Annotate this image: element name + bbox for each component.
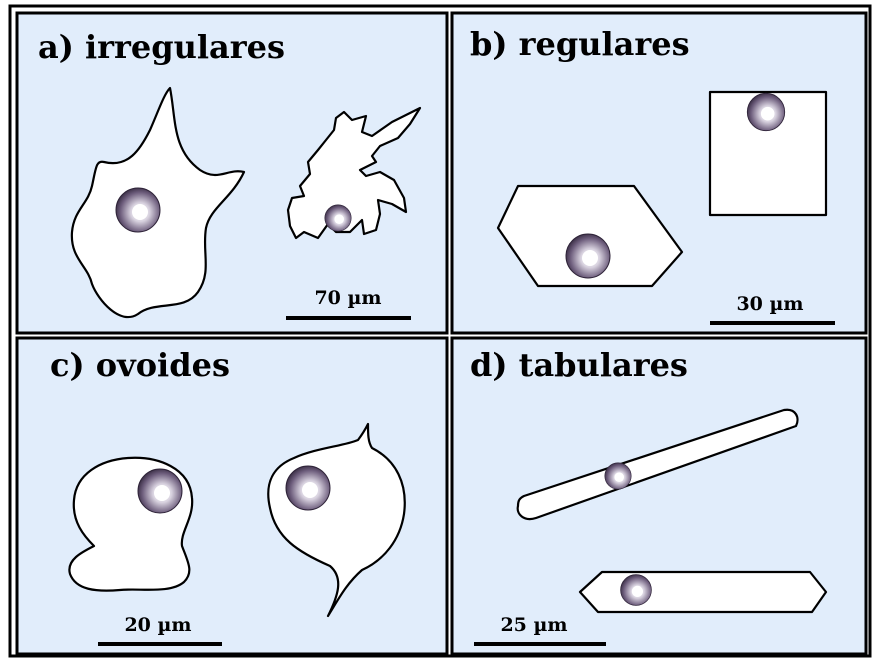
panel-b-title: b) regulares xyxy=(470,25,690,63)
nucleus xyxy=(116,188,160,232)
panel-irregulares: a) irregulares 70 µm xyxy=(17,13,447,333)
nucleus xyxy=(286,466,330,510)
panel-a-title: a) irregulares xyxy=(38,28,285,66)
nucleus xyxy=(605,463,631,489)
nucleus xyxy=(747,93,784,130)
nucleus xyxy=(325,205,351,231)
panel-ovoides: c) ovoides 20 µm xyxy=(17,338,447,654)
scale-bar-a-label: 70 µm xyxy=(314,287,381,309)
nucleus xyxy=(566,234,610,278)
nucleus xyxy=(621,575,652,606)
panel-c-title: c) ovoides xyxy=(50,346,230,384)
panel-d-title: d) tabulares xyxy=(470,346,688,384)
nucleus xyxy=(138,469,182,513)
scale-bar-c-label: 20 µm xyxy=(124,614,191,636)
scale-bar-b-label: 30 µm xyxy=(736,293,803,315)
tabular-cell-horizontal xyxy=(580,572,826,612)
panel-tabulares: d) tabulares 25 µm xyxy=(452,338,866,654)
scale-bar-d-label: 25 µm xyxy=(500,614,567,636)
panel-regulares: b) regulares 30 µm xyxy=(452,13,866,333)
